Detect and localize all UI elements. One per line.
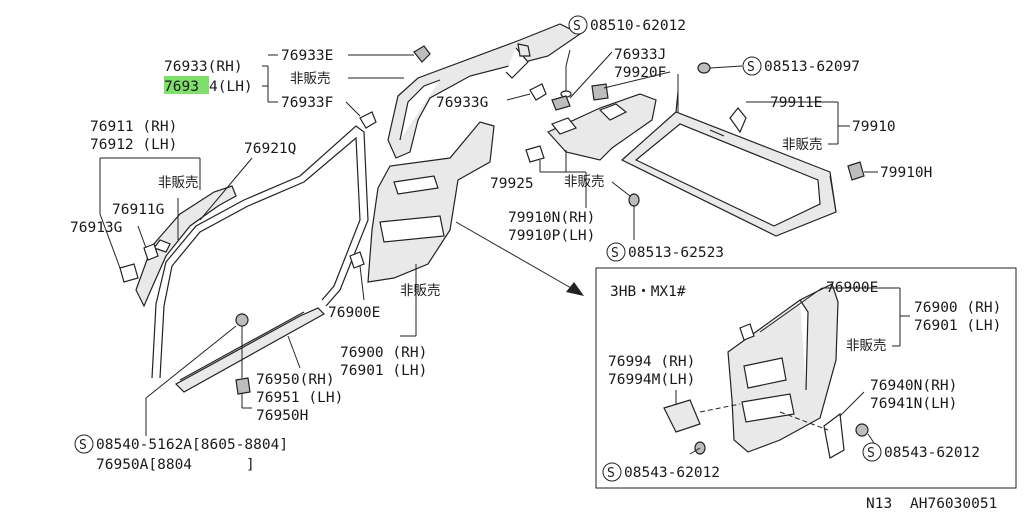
label-79925: 79925 [490,176,534,192]
label-08510: 08510-62012 [590,18,686,34]
label-76933e: 76933E [281,48,333,64]
label-76901lh-b: 76901 (LH) [914,318,1001,334]
label-79920f: 79920F [614,65,666,81]
footer-code-left: N13 [866,496,892,512]
label-76934lh-rest: 4(LH) [209,79,253,95]
screw-08540 [235,313,249,327]
s-icon-6: S [867,446,875,461]
clip-76950h [235,326,251,395]
s-icon-3: S [611,246,619,261]
s-icon-1: S [573,19,581,34]
leader-lines [99,49,910,455]
label-79910: 79910 [852,119,896,135]
label-08543-a: 08543-62012 [624,465,720,481]
rear-side-trim [367,121,495,283]
label-76994: 76994 (RH) [608,354,695,370]
part-labels: 76933(RH) 7693 4(LH) 76933E 非販売 76933F 7… [70,18,1001,512]
clip-76913g [119,263,139,283]
label-08543-b: 08543-62012 [884,445,980,461]
label-76921q: 76921Q [244,141,296,157]
label-nosale-1: 非販売 [290,71,331,87]
inset-bracket-76940n [779,411,845,459]
label-76933f: 76933F [281,95,333,111]
inset-frame [595,267,1017,489]
screw-08510 [560,66,572,98]
label-76951lh: 76951 (LH) [256,390,343,406]
part-highlight [164,76,209,94]
label-76994m: 76994M(LH) [608,372,695,388]
label-76941n: 76941N(LH) [870,396,957,412]
clip-76933g [529,83,547,101]
label-08513-62097: 08513-62097 [764,59,860,75]
label-79911e: 79911E [770,95,822,111]
front-pillar-trim [135,185,237,308]
label-76940n: 76940N(RH) [870,378,957,394]
label-76901lh-a: 76901 (LH) [340,363,427,379]
label-76911g: 76911G [112,202,164,218]
label-nosale-6: 非販売 [846,338,887,354]
s-icon-4: S [79,438,87,453]
arrow-to-inset [455,221,584,296]
luggage-side-finisher [547,93,657,161]
label-76950rh: 76950(RH) [256,372,335,388]
label-76911: 76911 (RH) [90,119,177,135]
clip-76933j [551,95,571,111]
label-76933j: 76933J [614,47,666,63]
label-76913g: 76913G [70,220,122,236]
footer-code-right: AH76030051 [910,496,997,512]
label-08513-62523: 08513-62523 [628,245,724,261]
clip-79910h [829,161,865,213]
label-08540: 08540-5162A[8605-8804] [96,437,288,453]
label-76912: 76912 (LH) [90,137,177,153]
label-nosale-3: 非販売 [564,174,605,190]
s-icon-2: S [747,60,755,75]
clip-76900e-a [349,251,365,269]
label-76950a: 76950A[8804 [96,457,192,473]
clip-79911e [729,107,747,134]
label-79910h: 79910H [880,165,932,181]
s-icon-5: S [607,466,615,481]
inset-side-trim [727,283,839,453]
label-76950a-end: ] [246,457,255,473]
clip-76933f [359,111,377,129]
upper-pillar-trim [387,23,582,159]
clip-79920f [591,83,609,101]
label-76900rh-b: 76900 (RH) [914,300,1001,316]
bolt-08513a [697,62,711,74]
label-76950h: 76950H [256,408,308,424]
inset-title: 3HB・MX1# [610,284,686,300]
label-76933g: 76933G [436,95,488,111]
inset-screw-08543b [855,423,869,437]
screw-08513b [611,181,640,207]
label-76900e-a: 76900E [328,305,380,321]
clip-76911g [143,243,159,261]
label-79910n: 79910N(RH) [508,210,595,226]
screw-symbols: S S S S S S [74,15,882,482]
clip-79925 [525,145,545,163]
clip-76933e [413,45,431,63]
label-79910p: 79910P(LH) [508,228,595,244]
label-76933rh: 76933(RH) [164,59,243,75]
label-nosale-2: 非販売 [782,137,823,153]
inset-clip-76900e [739,323,755,341]
label-76934lh-highlighted: 7693 [164,79,199,95]
label-76900rh-a: 76900 (RH) [340,345,427,361]
label-nosale-5: 非販売 [400,283,441,299]
inset-latch-76994 [663,399,741,433]
label-76900e-b: 76900E [826,280,878,296]
label-nosale-4: 非販売 [158,175,199,191]
weatherstrip [151,125,369,379]
